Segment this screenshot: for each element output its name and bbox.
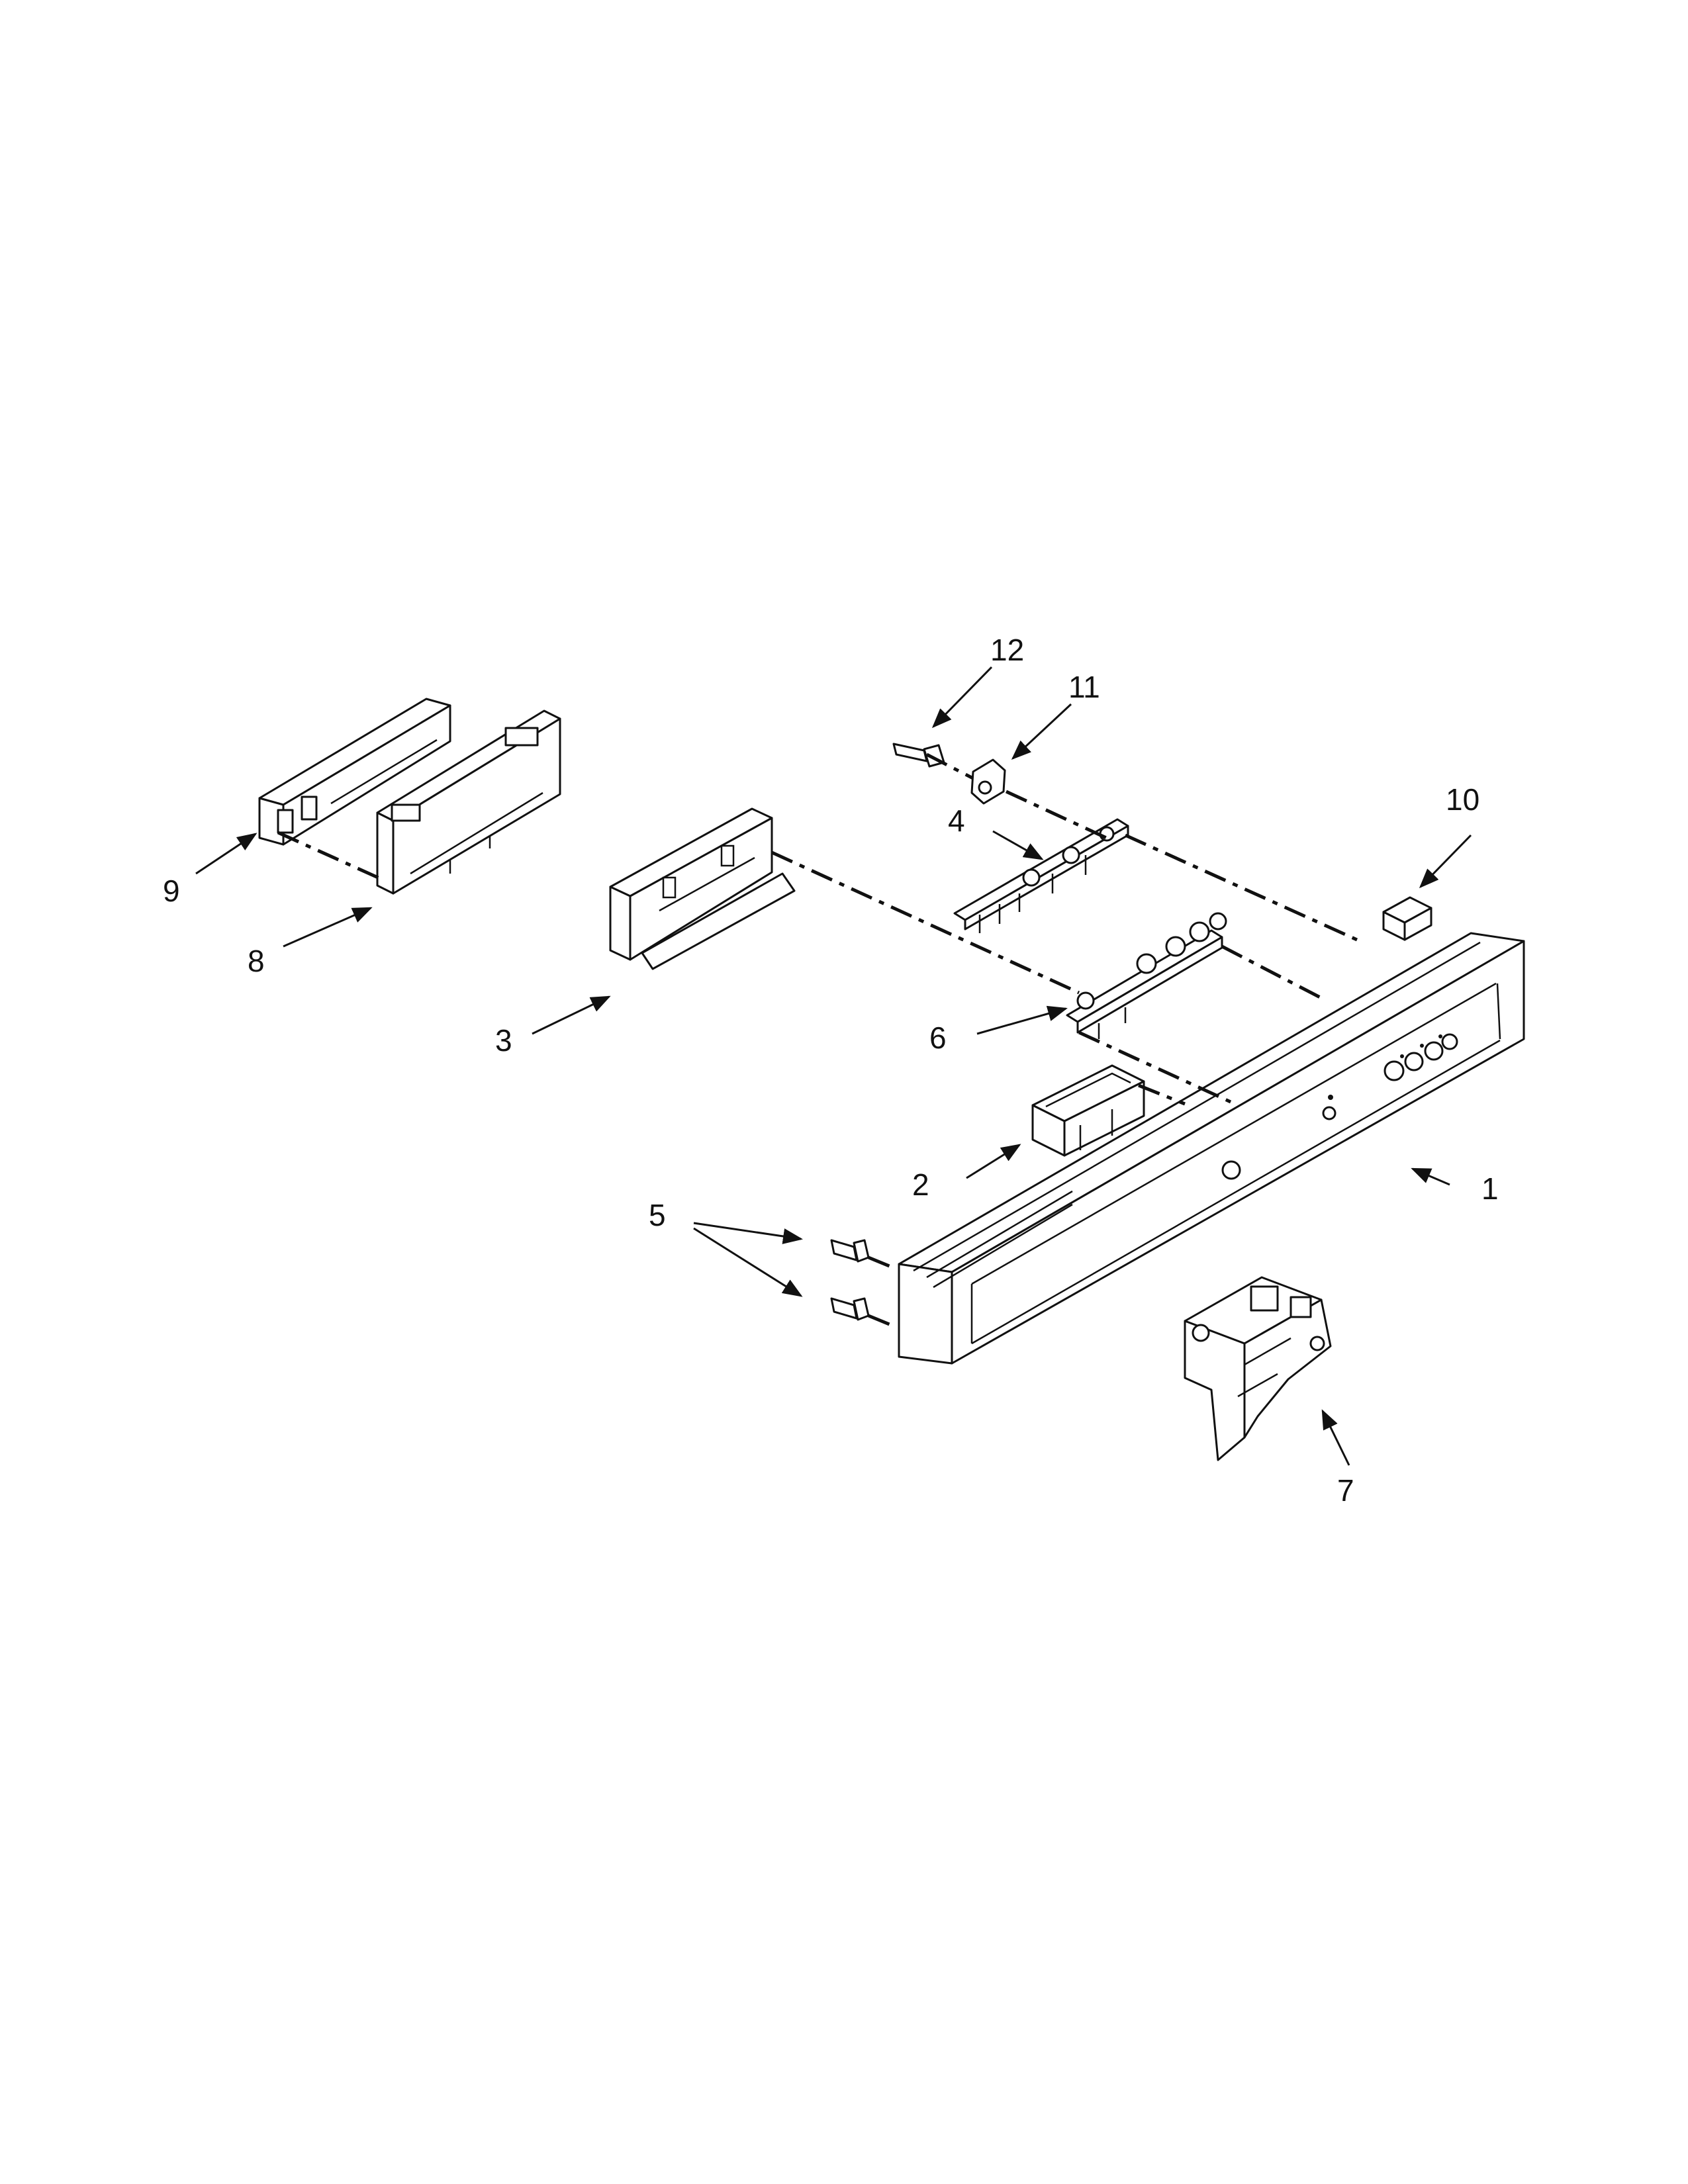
part-7-latch	[1184, 1276, 1332, 1461]
callout-6: 6	[929, 1021, 947, 1055]
callout-2: 2	[912, 1167, 929, 1202]
callout-10: 10	[1446, 782, 1479, 817]
callout-labels: 1 2 3 4 5 6 7 8 9 10 11 12	[163, 633, 1499, 1508]
part-4-switch-bracket	[953, 818, 1129, 933]
part-10-clip	[1382, 896, 1432, 941]
callout-5: 5	[649, 1198, 666, 1232]
alignment-lines	[277, 752, 1358, 1327]
part-1-control-panel	[898, 932, 1525, 1365]
callout-4: 4	[948, 803, 965, 838]
part-5-screws	[830, 1239, 870, 1321]
part-6-switch-bracket	[1066, 912, 1227, 1039]
callout-11: 11	[1068, 670, 1100, 704]
callout-8: 8	[248, 944, 265, 978]
callout-12: 12	[990, 633, 1024, 667]
part-2-housing	[1031, 1064, 1145, 1157]
callout-1: 1	[1481, 1171, 1499, 1206]
part-3-bracket	[609, 807, 796, 970]
part-12-screw	[892, 743, 945, 768]
leader-lines	[195, 666, 1472, 1466]
callout-9: 9	[163, 874, 180, 908]
part-8-control-board	[376, 709, 561, 895]
callout-3: 3	[495, 1023, 512, 1058]
callout-7: 7	[1337, 1473, 1354, 1508]
part-9-interface-strip	[258, 698, 451, 846]
part-11-mount-clip	[970, 758, 1006, 805]
